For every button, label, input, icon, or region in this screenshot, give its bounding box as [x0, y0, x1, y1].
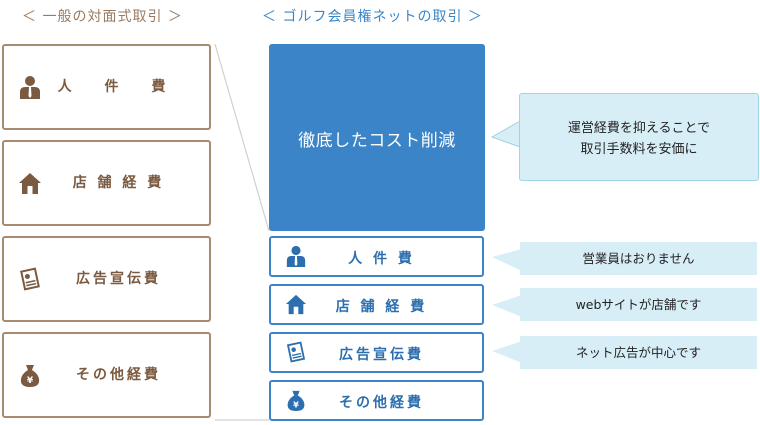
- callout-main: 運営経費を抑えることで 取引手数料を安価に: [519, 93, 759, 181]
- house-icon: [285, 294, 307, 315]
- person-icon: [286, 245, 306, 267]
- right-item-other: ¥ その他経費: [269, 380, 484, 421]
- callout-main-tail: [490, 120, 522, 148]
- callout-store: webサイトが店舗です: [520, 288, 757, 321]
- left-item-other: ¥ その他経費: [2, 332, 211, 418]
- heading-golf-net: ＜ ゴルフ会員権ネットの取引 ＞: [262, 9, 483, 25]
- cost-reduction-text: 徹底したコスト削減: [298, 131, 456, 151]
- money-bag-icon: ¥: [20, 365, 40, 387]
- callout-ads: ネット広告が中心です: [520, 336, 757, 369]
- right-item-store: 店 舗 経 費: [269, 284, 484, 325]
- cost-reduction-box: 徹底したコスト削減: [269, 44, 485, 231]
- heading-traditional: ＜ 一般の対面式取引 ＞: [22, 9, 183, 25]
- right-item-label: 人 件 費: [348, 251, 415, 267]
- newspaper-icon: [286, 341, 306, 363]
- right-item-label: その他経費: [339, 395, 424, 411]
- house-icon: [19, 173, 41, 194]
- left-item-ads: 広告宣伝費: [2, 236, 211, 322]
- left-item-label: その他経費: [76, 367, 161, 383]
- left-item-label: 広告宣伝費: [76, 271, 161, 287]
- svg-text:¥: ¥: [27, 376, 34, 386]
- callout-staff: 営業員はおりません: [520, 242, 757, 275]
- callout-staff-tail: [492, 249, 522, 271]
- callout-main-line1: 運営経費を抑えることで: [567, 121, 711, 136]
- left-item-label: 人 件 費: [57, 79, 180, 95]
- money-bag-icon: ¥: [287, 390, 305, 411]
- callout-main-line2: 取引手数料を安価に: [580, 142, 698, 157]
- right-item-label: 広告宣伝費: [339, 347, 424, 363]
- callout-store-tail: [492, 295, 522, 317]
- right-item-label: 店 舗 経 費: [335, 299, 428, 315]
- right-item-personnel: 人 件 費: [269, 236, 484, 277]
- left-item-label: 店 舗 経 費: [72, 175, 165, 191]
- person-icon: [20, 76, 40, 99]
- newspaper-icon: [20, 267, 40, 291]
- callout-ads-tail: [492, 341, 522, 363]
- left-item-store: 店 舗 経 費: [2, 140, 211, 226]
- left-item-personnel: 人 件 費: [2, 44, 211, 130]
- right-item-ads: 広告宣伝費: [269, 332, 484, 373]
- svg-text:¥: ¥: [293, 399, 299, 409]
